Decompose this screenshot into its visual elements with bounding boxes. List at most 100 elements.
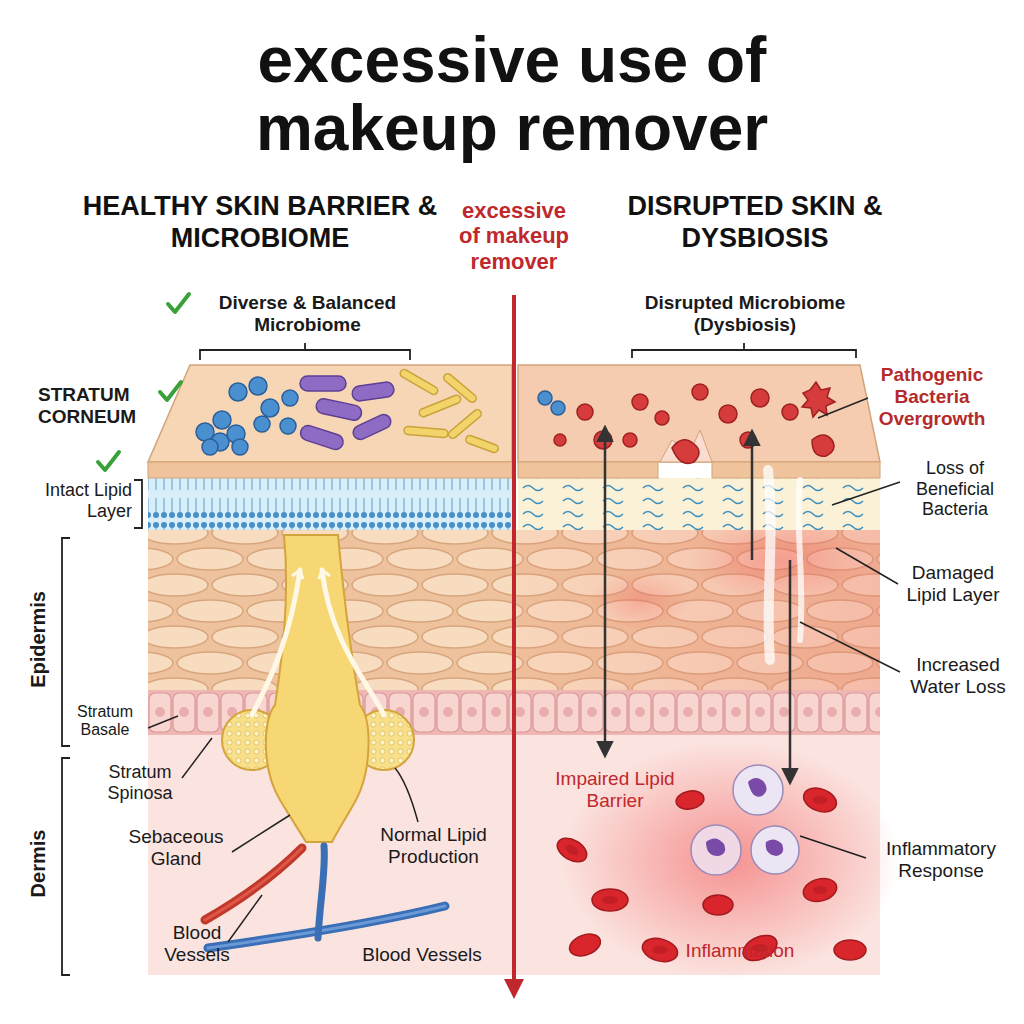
dysbiotic-microbiome <box>692 384 708 400</box>
dysbiotic-microbiome <box>719 405 737 423</box>
center-arrow <box>514 295 515 995</box>
dysbiotic-microbiome <box>577 404 593 420</box>
blood-cells <box>813 796 827 804</box>
part-label: Blood Vessels <box>342 944 502 966</box>
blood-cells <box>703 895 733 915</box>
healthy-microbiome <box>351 412 393 442</box>
dysbiotic-microbiome <box>554 434 566 446</box>
microbiome-label: Diverse & Balanced Microbiome <box>195 292 420 336</box>
dysbiotic-microbiome <box>623 433 637 447</box>
healthy-microbiome <box>442 372 478 404</box>
healthy-microbiome <box>254 416 270 432</box>
blood-cells <box>706 838 725 856</box>
blood-cells <box>564 796 827 954</box>
water-loss-streaks <box>799 480 802 640</box>
check-marks <box>98 452 119 470</box>
blood-cells <box>592 889 628 911</box>
healthy-microbiome <box>399 368 439 396</box>
effect-label: Loss of Beneficial Bacteria <box>900 458 1010 520</box>
layer-label: Intact Lipid Layer <box>24 480 132 521</box>
healthy-microbiome <box>299 424 345 452</box>
blood-cells <box>706 778 783 856</box>
sebaceous-gland <box>252 570 300 715</box>
brackets <box>134 480 142 528</box>
healthy-microbiome <box>282 390 298 406</box>
layer-label: Stratum Basale <box>62 703 148 740</box>
check-marks <box>160 382 181 400</box>
leader-lines <box>800 622 900 672</box>
blood-vessels <box>318 846 324 938</box>
leader-lines <box>395 768 418 822</box>
dysbiotic-microbiome <box>751 389 769 407</box>
layer-label: Stratum Spinosa <box>94 762 186 803</box>
blood-cells <box>652 946 668 954</box>
effect-label: Impaired Lipid Barrier <box>550 768 680 812</box>
double-arrow <box>604 428 607 755</box>
dysbiotic-microbiome <box>740 432 756 448</box>
healthy-microbiome <box>280 418 296 434</box>
brackets <box>200 343 410 360</box>
double-arrow <box>789 560 792 782</box>
blood-cells <box>801 875 840 905</box>
epidermis-cells <box>690 520 870 600</box>
effect-label: Damaged Lipid Layer <box>898 562 1008 606</box>
leader-lines <box>836 548 898 584</box>
region-label: Dermis <box>27 814 50 914</box>
sebaceous-gland <box>319 570 330 579</box>
sebaceous-gland <box>222 535 414 842</box>
healthy-microbiome <box>465 434 500 453</box>
dysbiotic-microbiome <box>551 401 565 415</box>
dysbiotic-microbiome <box>538 391 565 415</box>
blood-cells <box>766 839 783 856</box>
blood-cells <box>834 940 866 960</box>
arrow-caption: excessive of makeup remover <box>449 198 579 274</box>
blood-cells <box>813 886 827 894</box>
blood-vessels <box>208 906 445 948</box>
effect-label: Inflammation <box>660 940 820 962</box>
leader-lines <box>800 836 866 858</box>
leader-lines <box>148 716 178 728</box>
blood-cells <box>800 784 839 816</box>
dysbiotic-microbiome <box>554 382 835 463</box>
dysbiotic-microbiome <box>812 435 834 456</box>
part-label: Blood Vessels <box>152 922 242 966</box>
blood-vessels <box>208 906 445 948</box>
brackets <box>62 538 70 746</box>
blood-cells <box>691 825 741 875</box>
healthy-microbiome <box>418 394 462 418</box>
healthy-microbiome <box>196 368 499 455</box>
leader-lines <box>818 398 868 418</box>
healthy-microbiome <box>447 408 483 440</box>
water-loss-streaks <box>768 470 801 660</box>
stratum-corneum-surface <box>712 462 880 478</box>
blood-cells <box>733 765 783 815</box>
layer-label: STRATUM CORNEUM <box>38 384 158 428</box>
sebaceous-gland <box>266 535 369 842</box>
blood-vessels <box>205 848 302 920</box>
brackets <box>62 343 856 975</box>
blood-cells <box>691 765 799 875</box>
part-label: Normal Lipid Production <box>366 824 501 868</box>
leader-lines <box>148 398 900 942</box>
healthy-microbiome <box>202 439 218 455</box>
stratum-corneum-surface <box>148 365 512 462</box>
healthy-microbiome <box>249 377 267 395</box>
region-label: Epidermis <box>27 580 50 700</box>
check-marks <box>98 294 189 470</box>
blood-cells <box>751 826 799 874</box>
blood-cells <box>748 778 767 797</box>
leader-lines <box>182 738 212 778</box>
blood-cells <box>640 935 680 966</box>
effect-label: Pathogenic Bacteria Overgrowth <box>866 364 998 430</box>
healthy-microbiome <box>315 397 363 421</box>
blood-cells <box>602 896 618 904</box>
healthy-microbiome <box>399 368 500 454</box>
dysbiotic-microbiome <box>802 382 835 417</box>
leader-lines <box>228 895 262 942</box>
sebaceous-gland <box>322 570 384 715</box>
dermis-layer <box>148 735 900 980</box>
healthy-microbiome <box>300 376 346 391</box>
water-loss-streaks <box>768 470 771 660</box>
blood-cells <box>553 833 591 866</box>
center-arrow <box>512 295 516 995</box>
